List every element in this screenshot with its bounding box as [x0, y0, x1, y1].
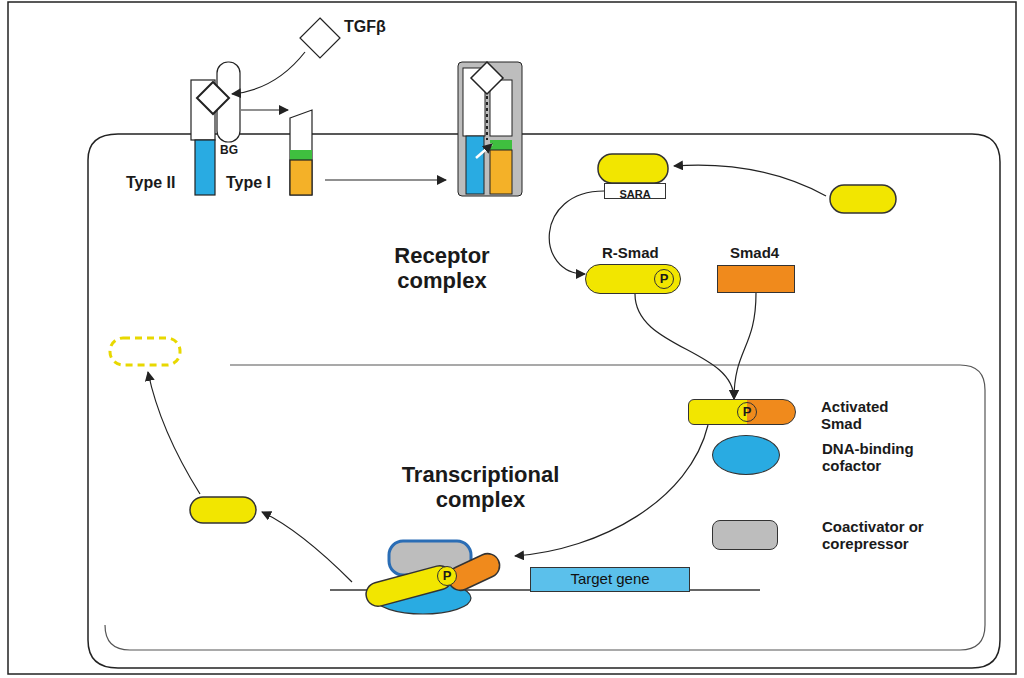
illustration-part — [8, 2, 1016, 674]
ligand-label: TGFβ — [344, 18, 386, 36]
illustration-part — [490, 150, 512, 194]
signal-arrow — [549, 191, 604, 274]
phospho-mark: P — [654, 269, 674, 289]
signal-arrow — [515, 425, 708, 556]
legend-text: DNA-binding cofactor — [822, 440, 932, 475]
complex-title: Transcriptional complex — [378, 462, 583, 513]
illustration-part — [195, 140, 215, 195]
phospho-mark: P — [737, 402, 757, 422]
illustration-part — [325, 179, 446, 180]
illustration-part — [290, 150, 312, 160]
smad4-box: Smad4 — [717, 265, 795, 293]
signal-arrow — [635, 294, 734, 399]
legend-swatch — [712, 520, 778, 550]
node-heading: Activated Smad — [821, 398, 913, 433]
sara-bar: SARA — [604, 183, 666, 199]
illustration-part — [232, 52, 305, 94]
illustration-part — [110, 338, 180, 365]
illustration-part — [197, 82, 229, 114]
target-gene-box: Target gene — [530, 567, 690, 592]
illustration-part — [458, 62, 522, 196]
illustration-part — [476, 144, 492, 158]
illustration-part — [262, 512, 352, 582]
phospho-mark: P — [437, 566, 457, 586]
illustration-part — [290, 110, 312, 195]
illustration-part — [830, 185, 896, 213]
illustration-part — [148, 372, 200, 494]
node-heading: Smad4 — [730, 244, 779, 261]
receptor-label: Type II — [126, 174, 176, 192]
node-text: SARA — [619, 188, 650, 200]
illustration-part — [190, 497, 256, 523]
legend-text: Coactivator or corepressor — [822, 518, 932, 553]
activated-smad: PActivated Smad — [688, 399, 796, 425]
signal-arrow — [734, 293, 756, 399]
illustration-part — [241, 109, 288, 110]
illustration-part — [88, 134, 1000, 668]
node-heading: R-Smad — [602, 244, 659, 261]
illustration-part — [300, 18, 340, 58]
complex-shape — [355, 538, 515, 616]
illustration-part — [674, 165, 826, 196]
bg-label: BG — [220, 144, 238, 158]
illustration-part — [486, 96, 488, 140]
legend-swatch — [712, 435, 780, 475]
node-text: Target gene — [570, 570, 649, 587]
illustration-part — [466, 136, 484, 194]
transcription-complex: P — [355, 538, 515, 616]
illustration-part — [105, 365, 985, 650]
illustration-part — [598, 154, 668, 183]
illustration-part — [471, 62, 503, 94]
smad-pill: R-SmadP — [585, 264, 681, 294]
receptor-label: Type I — [226, 174, 271, 192]
complex-title: Receptor complex — [372, 243, 512, 294]
illustration-part — [490, 140, 512, 150]
illustration-part — [290, 160, 312, 195]
